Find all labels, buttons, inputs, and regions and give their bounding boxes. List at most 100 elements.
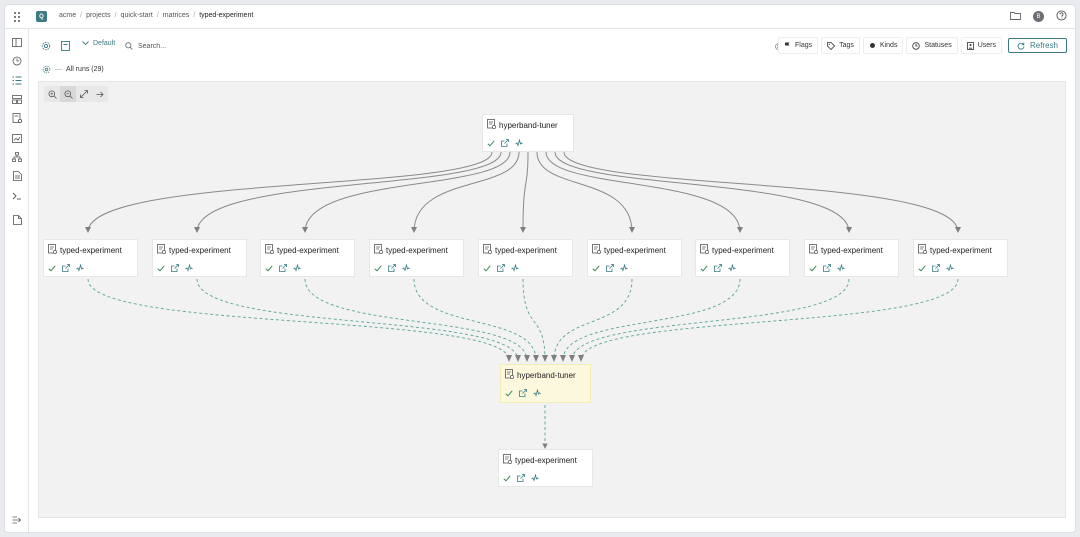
node-label: typed-experiment bbox=[712, 245, 774, 255]
dag-canvas[interactable]: hyperband-tuner typed-experiment typed-ex… bbox=[38, 81, 1066, 518]
breadcrumb-project[interactable]: quick-start bbox=[120, 12, 153, 19]
top-right-actions: B bbox=[1010, 10, 1067, 23]
external-link-icon[interactable] bbox=[714, 264, 722, 272]
sidebar-components-icon[interactable] bbox=[11, 112, 23, 124]
node-label: hyperband-tuner bbox=[517, 370, 576, 380]
external-link-icon[interactable] bbox=[497, 264, 505, 272]
activity-icon[interactable] bbox=[728, 264, 736, 272]
refresh-label: Refresh bbox=[1029, 41, 1058, 50]
preset-selector[interactable]: Default bbox=[82, 40, 115, 47]
help-icon[interactable] bbox=[1056, 10, 1067, 23]
activity-icon[interactable] bbox=[293, 264, 301, 272]
node-root[interactable]: hyperband-tuner bbox=[482, 114, 574, 152]
external-link-icon[interactable] bbox=[932, 264, 940, 272]
run-icon bbox=[48, 244, 57, 256]
activity-icon[interactable] bbox=[946, 264, 954, 272]
node-child[interactable]: typed-experiment bbox=[478, 239, 573, 277]
app-logo[interactable]: Q bbox=[36, 11, 47, 22]
check-icon bbox=[487, 139, 495, 147]
filter-group: Flags Tags Kinds Statuses Users bbox=[778, 37, 1067, 54]
sidebar-hierarchy-icon[interactable] bbox=[11, 151, 23, 163]
edge-child-to-join bbox=[304, 278, 528, 361]
dag-edges bbox=[85, 151, 961, 449]
node-child[interactable]: typed-experiment bbox=[695, 239, 790, 277]
external-link-icon[interactable] bbox=[171, 264, 179, 272]
apps-menu-icon[interactable] bbox=[12, 11, 22, 23]
kinds-filter-button[interactable]: Kinds bbox=[862, 37, 904, 54]
node-child[interactable]: typed-experiment bbox=[804, 239, 899, 277]
breadcrumb-matrices[interactable]: matrices bbox=[162, 12, 190, 19]
activity-icon[interactable] bbox=[76, 264, 84, 272]
refresh-button[interactable]: Refresh bbox=[1007, 38, 1067, 53]
run-icon bbox=[483, 244, 492, 256]
external-link-icon[interactable] bbox=[606, 264, 614, 272]
activity-icon[interactable] bbox=[533, 389, 541, 397]
node-final[interactable]: typed-experiment bbox=[498, 449, 593, 487]
bookmark-icon[interactable] bbox=[59, 40, 71, 52]
zoom-out-icon[interactable] bbox=[60, 86, 76, 102]
external-link-icon[interactable] bbox=[519, 389, 527, 397]
node-child[interactable]: typed-experiment bbox=[260, 239, 355, 277]
runs-settings-icon[interactable] bbox=[42, 65, 51, 74]
sidebar-runs-icon[interactable] bbox=[11, 74, 23, 86]
external-link-icon[interactable] bbox=[501, 139, 509, 147]
edge-root-to-child bbox=[545, 151, 743, 233]
breadcrumb-projects[interactable]: projects bbox=[86, 12, 111, 19]
activity-icon[interactable] bbox=[511, 264, 519, 272]
search-icon bbox=[125, 42, 133, 50]
tags-filter-button[interactable]: Tags bbox=[821, 37, 860, 54]
all-runs-link[interactable]: All runs (29) bbox=[66, 66, 104, 73]
breadcrumb-separator: / bbox=[80, 12, 83, 19]
edge-root-to-child bbox=[194, 151, 502, 233]
activity-icon[interactable] bbox=[837, 264, 845, 272]
search-bar bbox=[125, 39, 795, 53]
activity-icon[interactable] bbox=[402, 264, 410, 272]
users-filter-button[interactable]: Users bbox=[960, 37, 1002, 54]
node-child[interactable]: typed-experiment bbox=[587, 239, 682, 277]
sidebar-expand-icon[interactable] bbox=[11, 514, 23, 526]
search-input[interactable] bbox=[138, 42, 738, 50]
activity-icon[interactable] bbox=[515, 139, 523, 147]
external-link-icon[interactable] bbox=[388, 264, 396, 272]
chevron-down-icon bbox=[82, 41, 89, 46]
arrow-head bbox=[506, 355, 512, 362]
fit-view-icon[interactable] bbox=[76, 86, 92, 102]
sidebar-layout-icon[interactable] bbox=[11, 36, 23, 48]
node-child[interactable]: typed-experiment bbox=[152, 239, 247, 277]
activity-icon[interactable] bbox=[620, 264, 628, 272]
refresh-icon bbox=[1017, 42, 1025, 50]
sidebar-analytics-icon[interactable] bbox=[11, 132, 23, 144]
sidebar-dashboard-icon[interactable] bbox=[11, 93, 23, 105]
node-child[interactable]: typed-experiment bbox=[369, 239, 464, 277]
breadcrumb-owner[interactable]: acme bbox=[59, 12, 77, 19]
sidebar-history-icon[interactable] bbox=[11, 55, 23, 67]
arrow-head bbox=[524, 355, 530, 362]
zoom-in-icon[interactable] bbox=[44, 86, 60, 102]
avatar[interactable]: B bbox=[1033, 11, 1044, 22]
node-child[interactable]: typed-experiment bbox=[913, 239, 1008, 277]
edge-root-to-child bbox=[302, 151, 511, 233]
arrow-head bbox=[569, 355, 575, 362]
kinds-label: Kinds bbox=[879, 42, 898, 49]
node-child[interactable]: typed-experiment bbox=[43, 239, 138, 277]
folder-icon[interactable] bbox=[1010, 11, 1021, 22]
run-icon bbox=[157, 244, 166, 256]
external-link-icon[interactable] bbox=[517, 474, 525, 482]
activity-icon[interactable] bbox=[531, 474, 539, 482]
settings-gear-icon[interactable] bbox=[40, 40, 52, 52]
sidebar-terminal-icon[interactable] bbox=[11, 190, 23, 202]
arrow-head bbox=[560, 355, 566, 362]
check-icon bbox=[374, 264, 382, 272]
arrow-right-icon[interactable] bbox=[92, 86, 108, 102]
sidebar-file-icon[interactable] bbox=[11, 170, 23, 182]
external-link-icon[interactable] bbox=[279, 264, 287, 272]
statuses-filter-button[interactable]: Statuses bbox=[906, 37, 958, 54]
external-link-icon[interactable] bbox=[62, 264, 70, 272]
flags-filter-button[interactable]: Flags bbox=[778, 37, 819, 54]
external-link-icon[interactable] bbox=[823, 264, 831, 272]
activity-icon[interactable] bbox=[185, 264, 193, 272]
edge-root-to-child bbox=[411, 151, 520, 233]
node-join[interactable]: hyperband-tuner bbox=[500, 364, 591, 403]
user-icon bbox=[966, 41, 974, 50]
sidebar-docs-icon[interactable] bbox=[11, 214, 23, 226]
